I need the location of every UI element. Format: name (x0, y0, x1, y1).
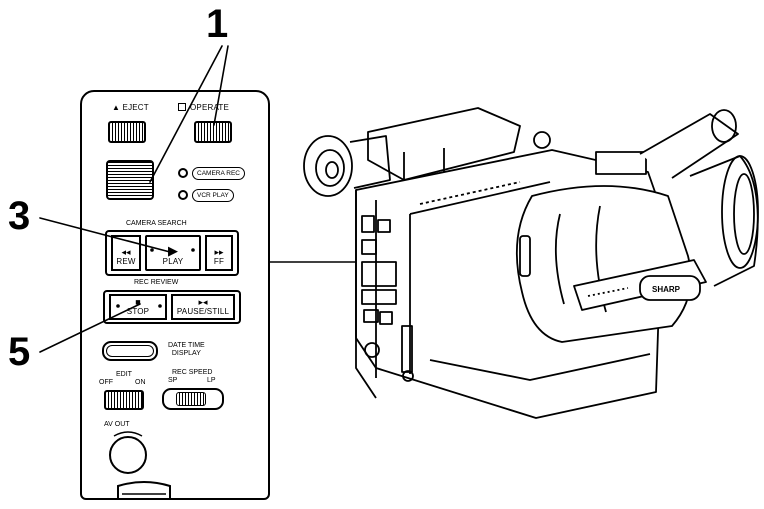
ff-label: FF (213, 257, 225, 266)
stop-button[interactable]: ■ STOP (109, 294, 167, 320)
operate-indicator-icon (178, 103, 186, 111)
camera-brand-label: SHARP (652, 285, 681, 294)
operate-switch[interactable] (194, 121, 232, 143)
pause-still-label: PAUSE/STILL (176, 307, 230, 316)
stop-label: STOP (126, 307, 150, 316)
callout-5: 5 (8, 330, 31, 374)
av-out-jack-icon (108, 436, 148, 474)
edit-off-label: OFF (99, 379, 113, 386)
rec-speed-label: REC SPEED (172, 369, 213, 376)
stop-pause-frame (103, 290, 241, 324)
callout-1: 1 (206, 2, 229, 46)
camera-rec-lamp-icon (178, 168, 188, 178)
rec-speed-sp-label: SP (168, 377, 178, 384)
av-out-label: AV OUT (104, 421, 130, 428)
date-time-label-line1: DATE TIME (168, 342, 205, 349)
ff-button[interactable]: ▸▸ FF (205, 235, 233, 271)
control-panel (80, 90, 270, 500)
play-icon: ▶ (167, 243, 178, 258)
date-time-display-button[interactable] (102, 341, 158, 361)
edit-on-label: ON (135, 379, 146, 386)
eject-label: ▲ EJECT (112, 103, 149, 112)
rec-speed-switch[interactable] (162, 388, 224, 410)
camcorder-illustration (303, 107, 759, 419)
transport-frame (105, 230, 239, 276)
date-time-display-label: DATE TIME DISPLAY (168, 342, 205, 358)
callout-3: 3 (8, 194, 31, 238)
eject-switch[interactable] (108, 121, 146, 143)
mode-selector-switch[interactable] (106, 160, 154, 200)
camera-search-label: CAMERA SEARCH (126, 220, 187, 227)
operate-label: OPERATE (190, 103, 230, 112)
rew-icon: ◂◂ (121, 247, 131, 257)
pause-still-button[interactable]: ▸◂ PAUSE/STILL (171, 294, 235, 320)
camera-rec-label: CAMERA REC (192, 167, 245, 180)
leader-3 (39, 217, 171, 253)
leader-1a (149, 45, 223, 183)
edit-label: EDIT (116, 371, 132, 378)
stop-icon: ■ (135, 297, 141, 307)
vcr-play-label: VCR PLAY (192, 189, 234, 202)
rec-speed-lp-label: LP (207, 377, 216, 384)
rec-review-label: REC REVIEW (134, 279, 179, 286)
play-label: PLAY (162, 257, 184, 266)
leader-1b (213, 45, 229, 126)
leader-5 (39, 303, 141, 353)
vcr-play-lamp-icon (178, 190, 188, 200)
play-button[interactable]: ▶ PLAY (145, 235, 201, 271)
ff-icon: ▸▸ (214, 247, 224, 257)
date-time-label-line2: DISPLAY (171, 350, 201, 357)
rew-label: REW (116, 257, 136, 266)
edit-switch[interactable] (104, 390, 144, 410)
pause-still-icon: ▸◂ (198, 297, 208, 307)
